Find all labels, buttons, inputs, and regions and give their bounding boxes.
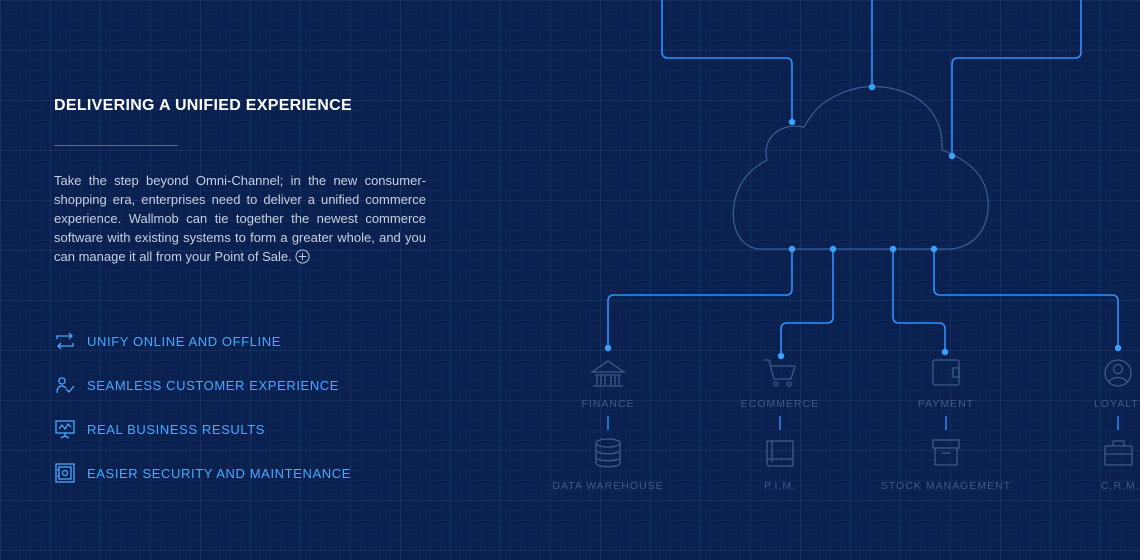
connector-ecommerce: [780, 249, 834, 356]
ecommerce-label: ECOMMERCE: [741, 398, 819, 410]
section-title: DELIVERING A UNIFIED EXPERIENCE: [54, 97, 352, 114]
loyalty-label: LOYALTY: [1094, 398, 1140, 410]
connector-dots: [604, 83, 1122, 360]
section-description: Take the step beyond Omni-Channel; in th…: [54, 171, 426, 266]
feature-easier-security-maintenance[interactable]: EASIER SECURITY AND MAINTENANCE: [54, 462, 351, 484]
connector-finance: [607, 249, 793, 348]
feature-label: SEAMLESS CUSTOMER EXPERIENCE: [87, 377, 340, 393]
plus-circle-icon[interactable]: [295, 249, 310, 264]
stock-management-label: STOCK MANAGEMENT: [881, 480, 1011, 492]
presentation-chart-icon: [55, 420, 75, 439]
connector-top-left: [661, 0, 793, 122]
data-warehouse-label: DATA WAREHOUSE: [552, 480, 663, 492]
safe-icon: [55, 463, 75, 483]
row-connectors: [607, 416, 1119, 430]
bank-icon: [589, 360, 627, 387]
briefcase-icon: [1104, 440, 1133, 466]
connector-lines: [607, 0, 1119, 356]
feature-label: REAL BUSINESS RESULTS: [87, 421, 266, 437]
feature-label: EASIER SECURITY AND MAINTENANCE: [87, 465, 351, 481]
description-text: Take the step beyond Omni-Channel; in th…: [54, 173, 426, 264]
connector-payment: [892, 249, 946, 352]
connector-top-right: [951, 0, 1082, 156]
storage-box-icon: [932, 439, 960, 466]
database-icon: [595, 438, 621, 468]
pim-label: P.I.M.: [764, 480, 796, 492]
feature-label: UNIFY ONLINE AND OFFLINE: [87, 333, 282, 349]
title-divider: [54, 145, 178, 146]
customer-check-icon: [56, 377, 75, 394]
feature-seamless-customer-experience[interactable]: SEAMLESS CUSTOMER EXPERIENCE: [54, 374, 339, 396]
connector-loyalty: [933, 249, 1119, 348]
user-circle-icon: [1104, 359, 1132, 387]
feature-unify-online-offline[interactable]: UNIFY ONLINE AND OFFLINE: [54, 330, 281, 352]
crm-label: C.R.M.: [1101, 480, 1140, 492]
cloud-shape: [732, 85, 989, 250]
finance-label: FINANCE: [581, 398, 634, 410]
shopping-cart-icon: [764, 359, 796, 387]
feature-real-business-results[interactable]: REAL BUSINESS RESULTS: [54, 418, 265, 440]
sync-arrows-icon: [56, 332, 74, 350]
wallet-icon: [932, 359, 960, 386]
book-icon: [766, 440, 794, 467]
payment-label: PAYMENT: [918, 398, 974, 410]
